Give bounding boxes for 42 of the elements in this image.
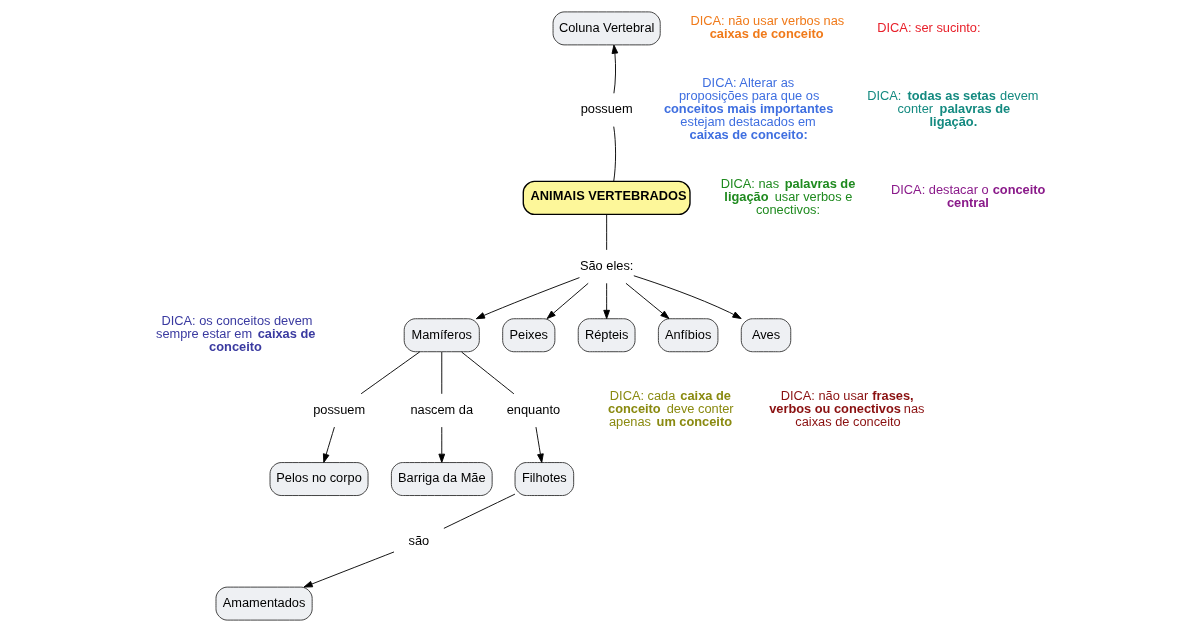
arrow	[322, 426, 335, 463]
node-box: Amamentados	[215, 586, 313, 621]
label: DICA: os conceitos devem sempre estar em caixas de conceito	[155, 313, 316, 354]
arrow	[633, 275, 742, 319]
node-box: Filhotes	[514, 462, 575, 496]
connector	[613, 126, 617, 182]
node-box: Aves	[740, 318, 792, 353]
node-text: enquanto	[506, 401, 561, 417]
arrow	[611, 44, 619, 94]
node-text: possuem	[313, 401, 366, 417]
node-text: São eles:	[579, 257, 634, 273]
arrow	[603, 282, 610, 320]
label: DICA: destacar o conceito central	[891, 182, 1046, 211]
arrow	[625, 282, 670, 320]
node-text: nascem da	[410, 401, 474, 417]
label: DICA: cada caixa de conceito deve conter apenas um conceito	[608, 388, 734, 430]
node-box: Anfíbios	[657, 318, 719, 353]
connector	[606, 214, 608, 251]
label: DICA: todas as setas devem conter palavras de ligação.	[867, 88, 1039, 129]
label: DICA: ser sucinto:	[877, 19, 981, 35]
connector	[441, 351, 443, 395]
node-box: Répteis	[577, 318, 636, 353]
arrow	[546, 282, 589, 320]
connector	[443, 493, 516, 529]
label: DICA: Alterar as proposições para que os conceitos mais importantes estejam destacados em caixas de conceito:	[663, 75, 834, 142]
arrow	[535, 426, 544, 463]
label: DICA: nas palavras de ligação usar verbos e conectivos:	[720, 175, 856, 217]
connector	[360, 351, 421, 395]
label: DICA: não usar frases, verbos ou conectivos nas caixas de conceito	[769, 388, 925, 430]
label: DICA: não usar verbos nas caixas de conceito	[690, 12, 845, 41]
node-box: Barriga da Mãe	[390, 462, 493, 496]
node-box: Pelos no corpo	[269, 462, 369, 496]
node-text: são	[408, 532, 430, 548]
node-box: ANIMAIS VERTEBRADOS	[522, 180, 691, 215]
node-box: Peixes	[502, 318, 556, 353]
arrow	[438, 426, 446, 463]
arrow	[303, 551, 395, 588]
node-box: Mamíferos	[403, 318, 480, 353]
node-text: possuem	[580, 101, 633, 117]
connector	[461, 351, 515, 395]
arrow	[475, 277, 580, 320]
node-box: Coluna Vertebral	[552, 11, 661, 46]
